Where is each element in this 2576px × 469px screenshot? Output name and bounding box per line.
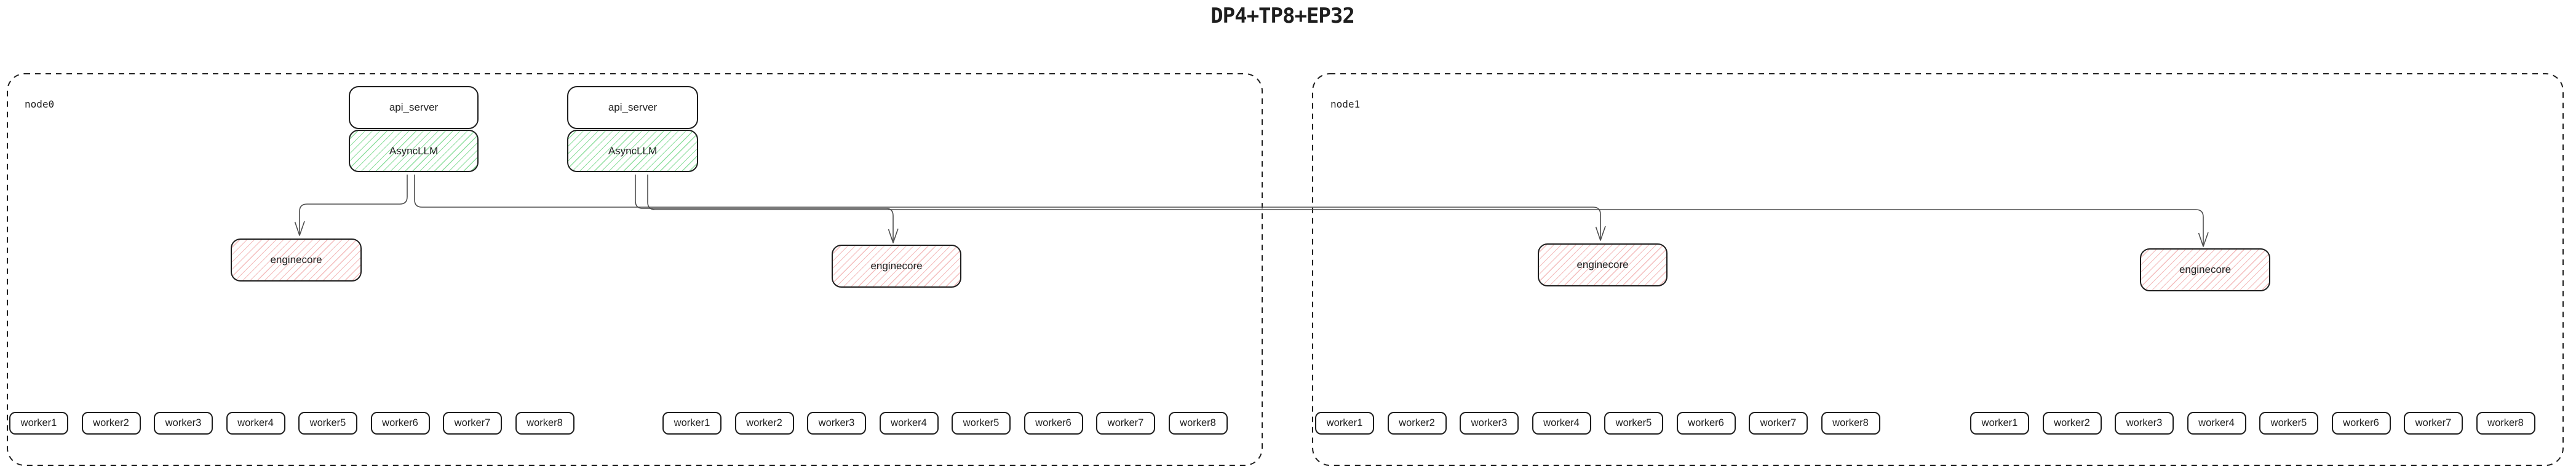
worker-box: worker3: [807, 412, 866, 435]
worker-box: worker2: [81, 412, 141, 435]
worker-box: worker3: [154, 412, 213, 435]
arrowhead-enginecore3: [1595, 226, 1606, 241]
worker-box: worker8: [1168, 412, 1228, 435]
worker-box: worker5: [1604, 412, 1663, 435]
worker-box: worker7: [443, 412, 502, 435]
node1-worker-group-1: worker1 worker2 worker3 worker4 worker5 …: [1315, 412, 1880, 435]
worker-box: worker4: [879, 412, 939, 435]
worker-box: worker8: [2476, 412, 2535, 435]
worker-box: worker1: [1315, 412, 1374, 435]
worker-box: worker2: [1387, 412, 1447, 435]
asyncllm-box-1: AsyncLLM: [349, 130, 479, 172]
worker-box: worker5: [952, 412, 1011, 435]
node0-boundary: [7, 73, 1263, 466]
worker-box: worker1: [9, 412, 68, 435]
worker-box: worker4: [1532, 412, 1591, 435]
node0-label: node0: [25, 98, 55, 110]
enginecore-box-2: enginecore: [832, 245, 961, 288]
node0-worker-group-2: worker1 worker2 worker3 worker4 worker5 …: [662, 412, 1228, 435]
worker-box: worker7: [1096, 412, 1155, 435]
worker-box: worker1: [662, 412, 722, 435]
enginecore-box-4: enginecore: [2140, 248, 2270, 291]
worker-box: worker7: [1749, 412, 1808, 435]
worker-box: worker1: [1970, 412, 2029, 435]
arrowhead-enginecore4: [2198, 232, 2209, 247]
worker-box: worker6: [370, 412, 430, 435]
connector-asyncllm2-enginecore2: [635, 175, 894, 241]
connector-asyncllm2-enginecore4: [647, 175, 2204, 245]
worker-box: worker8: [1821, 412, 1880, 435]
arrowhead-enginecore1: [294, 221, 305, 236]
worker-box: worker2: [2042, 412, 2102, 435]
worker-box: worker4: [2187, 412, 2246, 435]
node1-boundary: [1312, 73, 2564, 466]
worker-box: worker3: [2115, 412, 2174, 435]
worker-box: worker5: [2259, 412, 2318, 435]
node0-worker-group-1: worker1 worker2 worker3 worker4 worker5 …: [9, 412, 574, 435]
worker-box: worker6: [1676, 412, 1736, 435]
worker-box: worker6: [2331, 412, 2391, 435]
connector-asyncllm1-enginecore3: [414, 175, 1601, 238]
api-server-box-1: api_server: [349, 86, 479, 129]
worker-box: worker6: [1024, 412, 1083, 435]
worker-box: worker3: [1460, 412, 1519, 435]
worker-box: worker8: [515, 412, 574, 435]
asyncllm-box-2: AsyncLLM: [567, 130, 698, 172]
enginecore-box-3: enginecore: [1538, 243, 1668, 286]
worker-box: worker2: [734, 412, 794, 435]
worker-box: worker4: [226, 412, 285, 435]
worker-box: worker5: [298, 412, 357, 435]
arrowhead-enginecore2: [888, 228, 899, 243]
node1-label: node1: [1330, 98, 1361, 110]
node1-worker-group-2: worker1 worker2 worker3 worker4 worker5 …: [1970, 412, 2535, 435]
worker-box: worker7: [2404, 412, 2463, 435]
diagram-title: DP4+TP8+EP32: [1210, 4, 1355, 28]
enginecore-box-1: enginecore: [231, 238, 362, 282]
api-server-box-2: api_server: [567, 86, 698, 129]
connector-asyncllm1-enginecore1: [299, 175, 408, 234]
